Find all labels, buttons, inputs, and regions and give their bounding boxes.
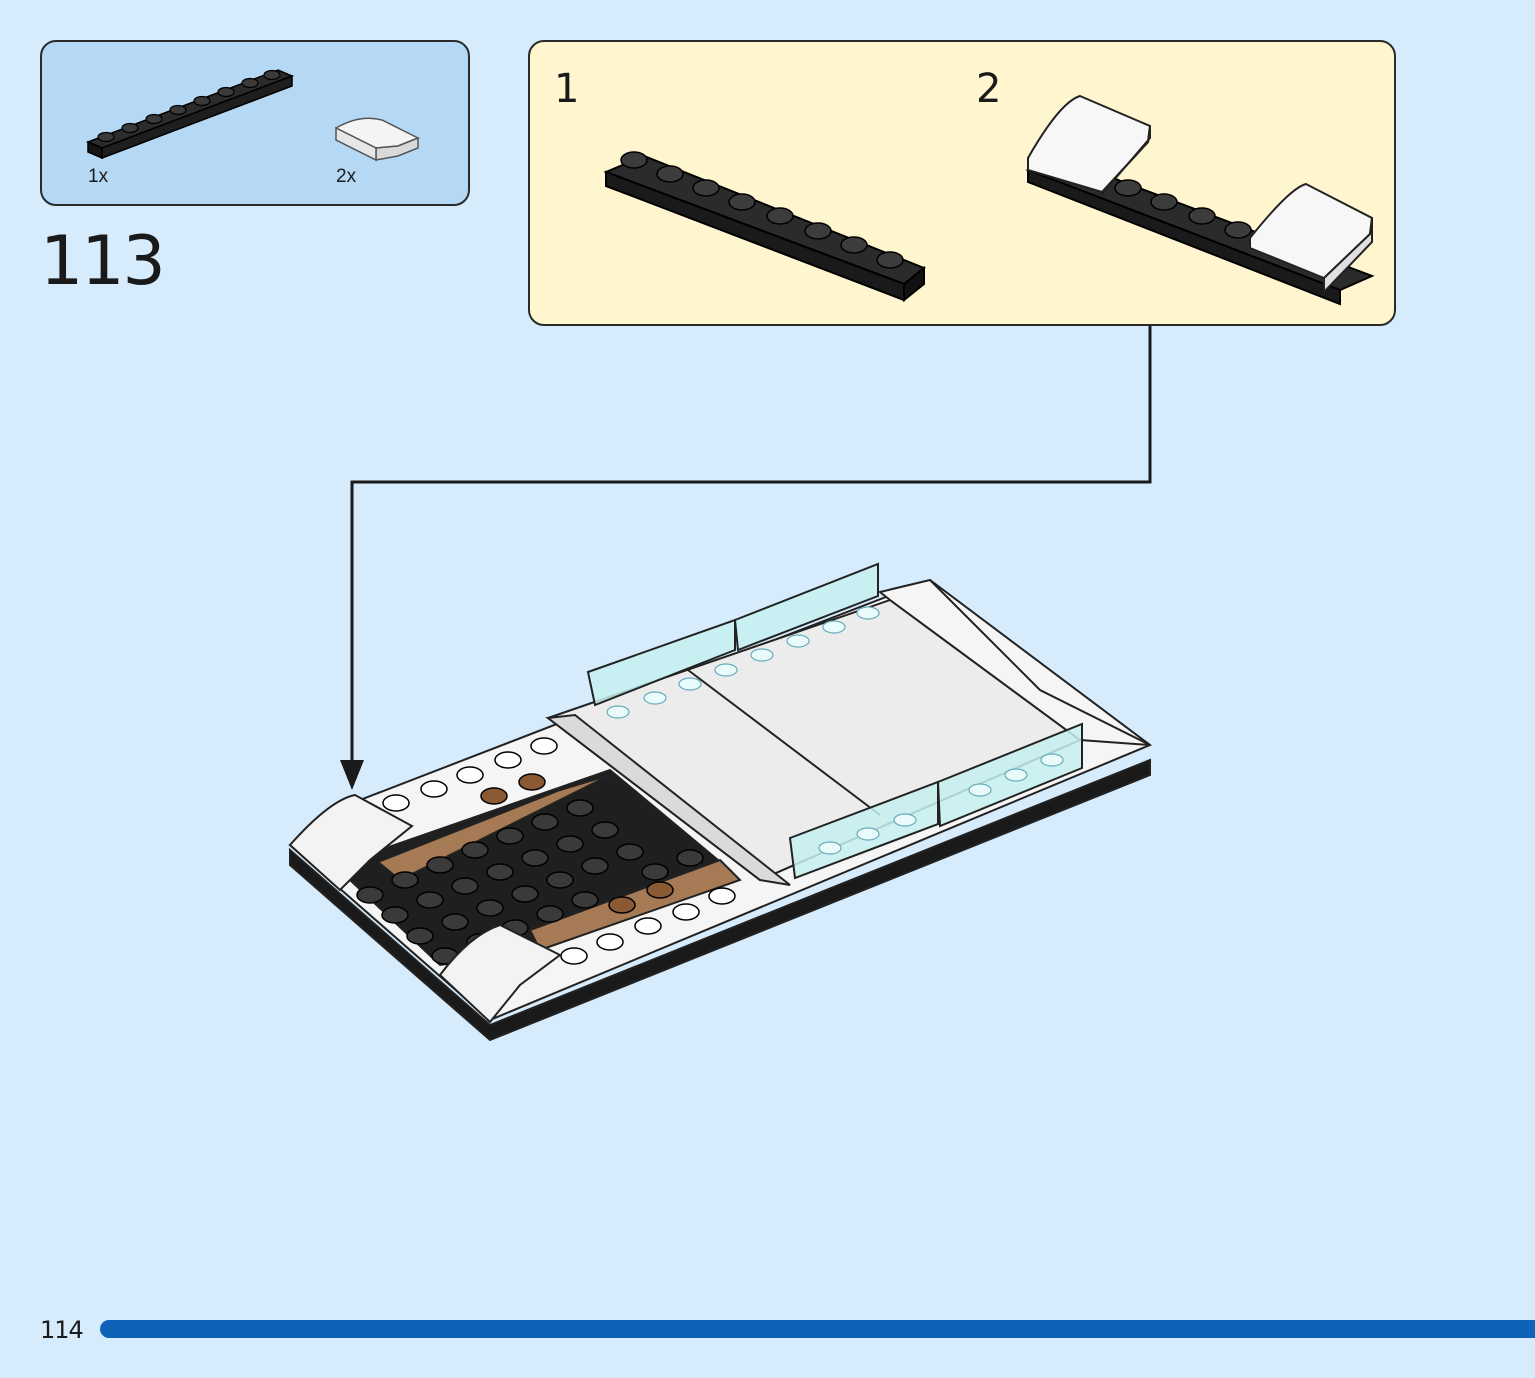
white-tile-area [545,578,1151,886]
sub-assembly-illustration [603,94,1375,306]
quantity-label: 1x [88,166,109,187]
callout-arrowhead-icon [340,760,364,790]
sub-step-1-plate-icon [603,151,926,303]
quantity-label: 2x [336,166,357,187]
parts-illustration [85,69,420,162]
trans-studs [606,606,1064,855]
sub-assembly-panel: 1 2 [528,40,1396,326]
trans-blue-panels [586,562,1083,880]
black-plate-part-icon [85,69,295,160]
brown-studs [480,773,674,914]
page-number: 114 [40,1316,84,1344]
callout-connector-line [350,326,1152,770]
black-studs [356,799,704,965]
progress-bar [100,1320,1535,1338]
sub-step-2-assembly-icon [1025,94,1375,306]
sub-step-number: 2 [976,66,1002,112]
white-studs [382,737,736,965]
parts-list-panel: 1x 2x [40,40,470,206]
model-base [288,578,1152,1042]
white-slope-pieces [288,793,562,1024]
sub-step-number: 1 [554,66,580,112]
step-number: 113 [40,222,166,301]
white-slope-part-icon [334,117,420,162]
